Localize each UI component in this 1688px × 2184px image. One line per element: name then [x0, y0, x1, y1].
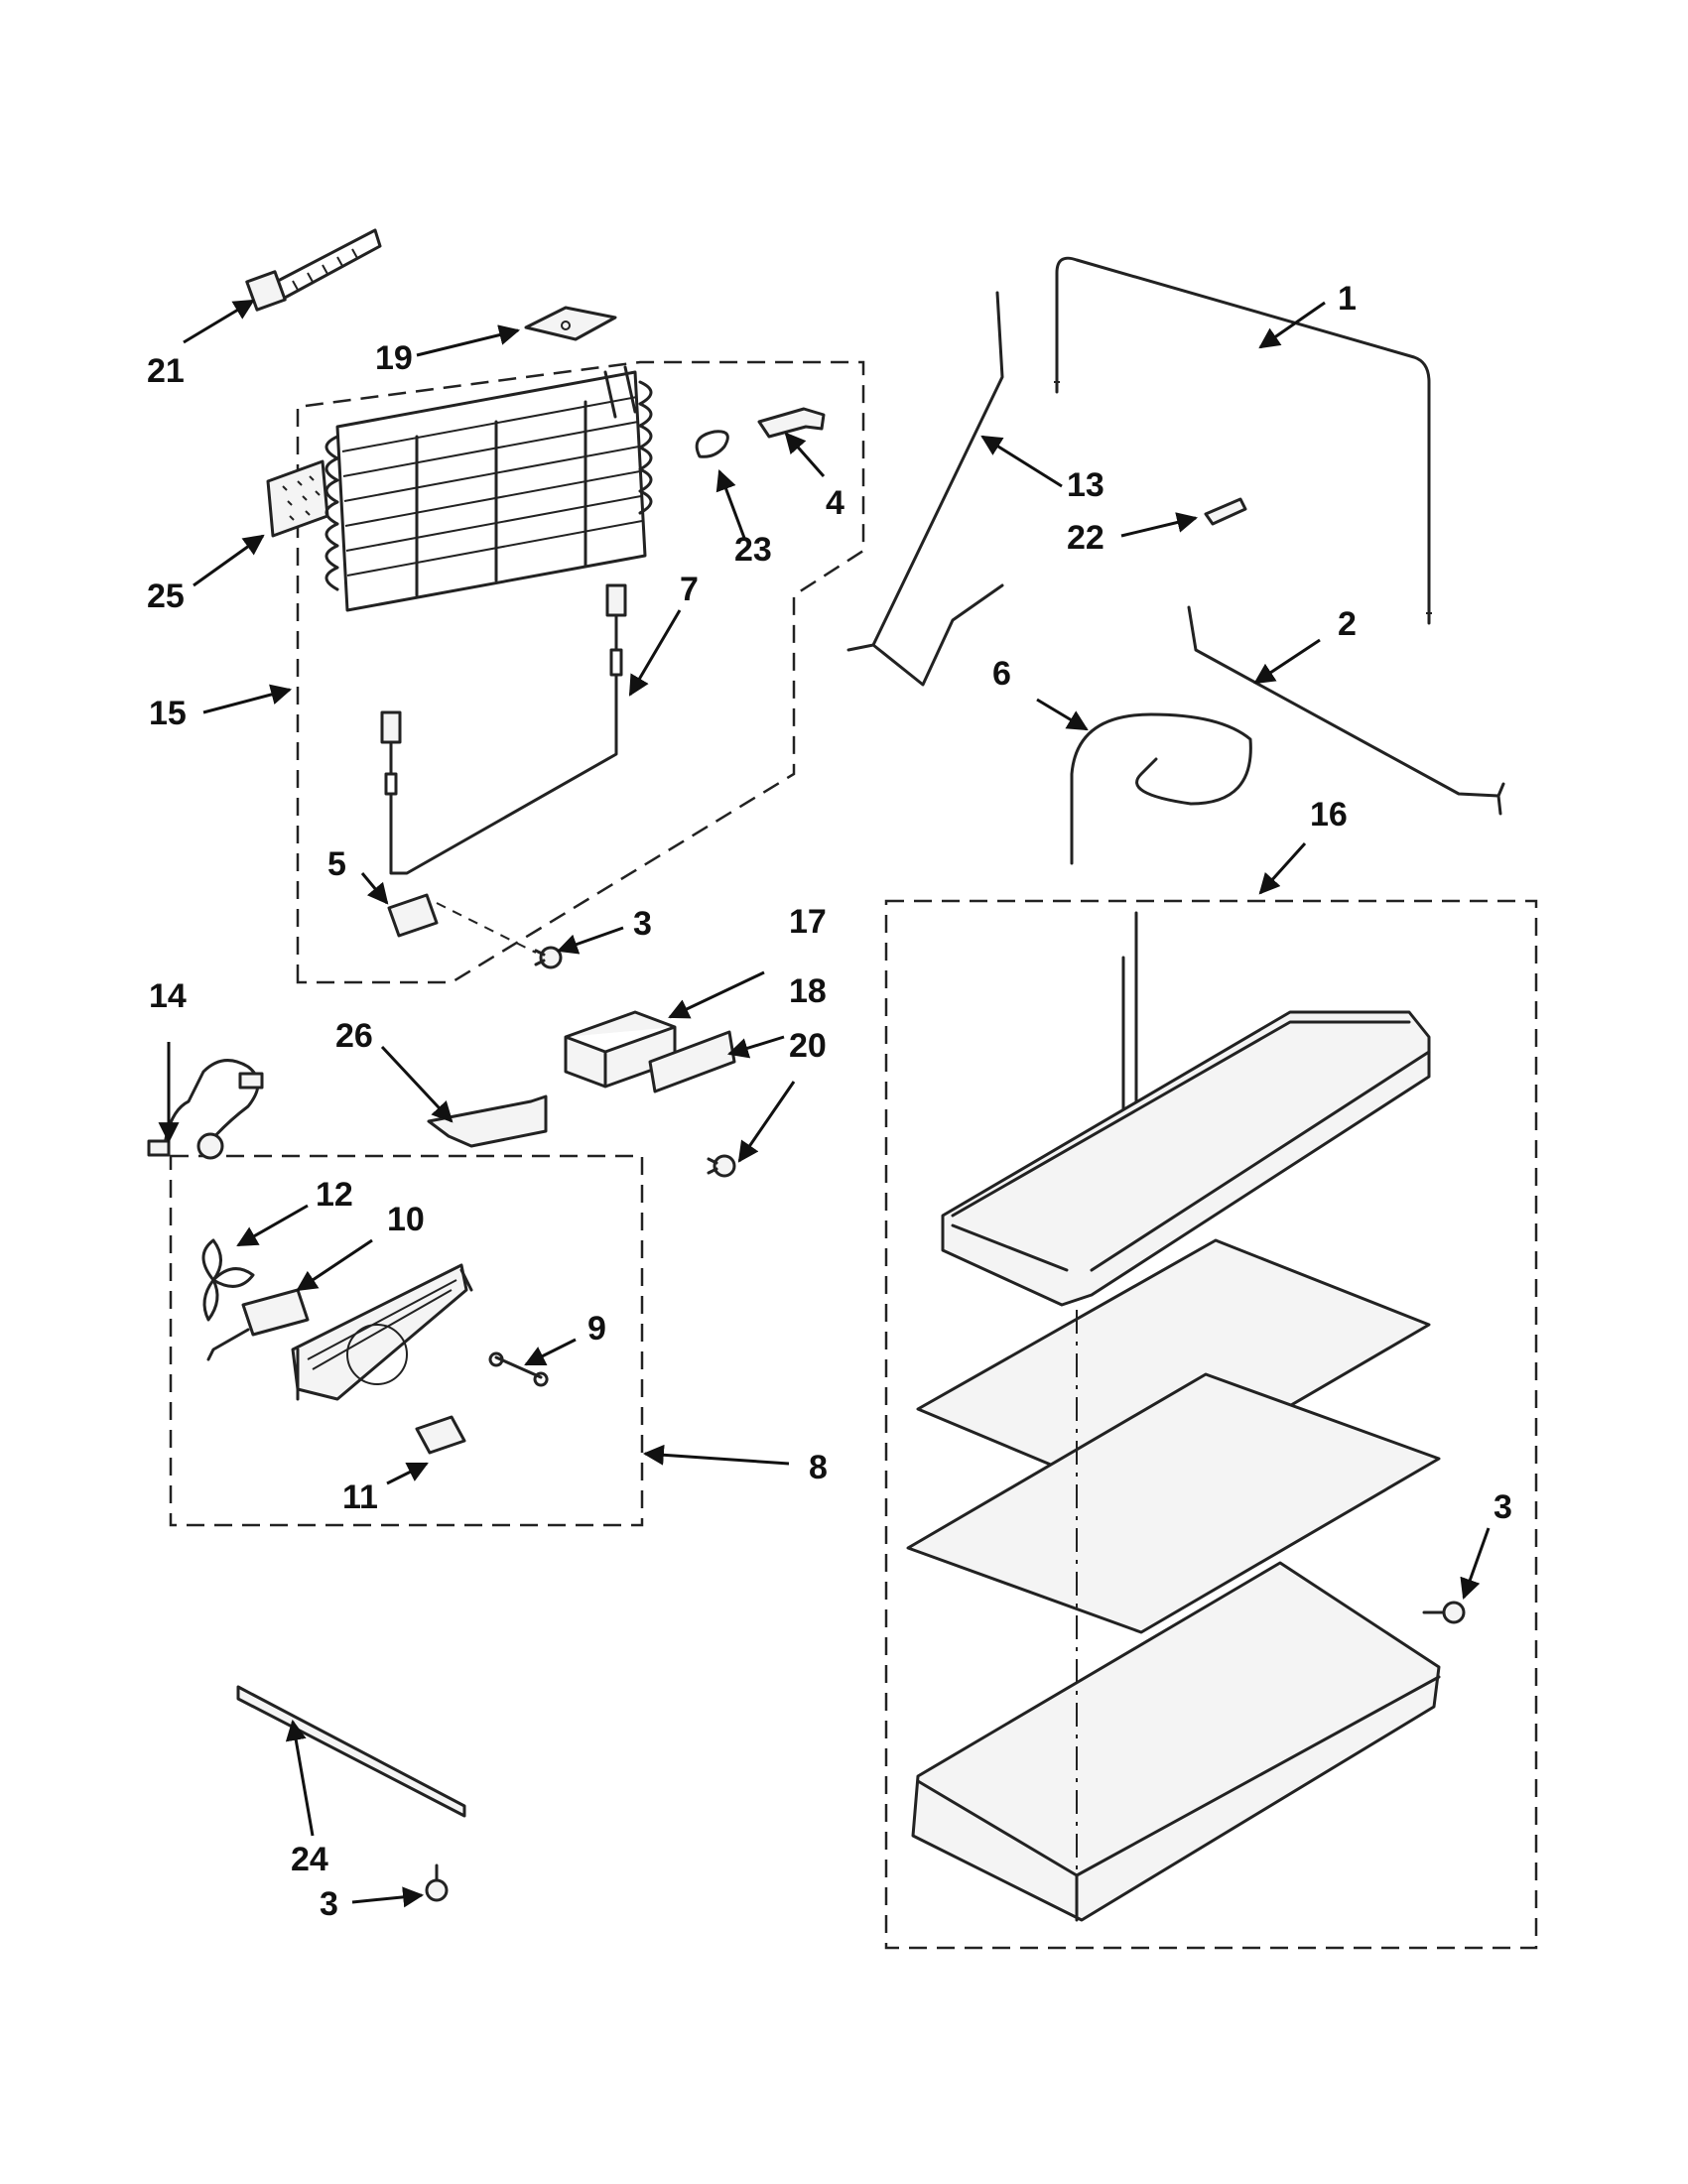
label-part-9: 9: [587, 1310, 606, 1348]
label-part-6: 6: [992, 655, 1011, 693]
evaporator-coil-part: [325, 365, 653, 612]
drain-pan-group-outline: [884, 899, 1538, 1950]
screw-part-right: [1422, 1601, 1466, 1624]
label-part-4: 4: [826, 484, 844, 522]
cover-26-part: [427, 1094, 548, 1148]
hose-6-part: [1070, 712, 1252, 865]
link-9-part: [488, 1351, 549, 1387]
bracket-11-part: [415, 1415, 466, 1455]
label-part-23: 23: [734, 531, 772, 569]
terminal-block-part: [387, 893, 439, 938]
bracket-part: [757, 407, 826, 439]
screw-part-bottom: [425, 1863, 449, 1902]
label-part-26: 26: [335, 1017, 373, 1055]
tube-clip-part: [695, 430, 729, 458]
label-part-14: 14: [149, 977, 187, 1015]
label-part-17: 17: [789, 903, 827, 941]
label-part-10: 10: [387, 1201, 425, 1238]
screw-part: [534, 946, 563, 969]
fan-motor-10-part: [206, 1288, 310, 1361]
label-part-3-bottom: 3: [320, 1885, 338, 1923]
fan-housing-8-part: [291, 1263, 473, 1401]
fan-blade-12-part: [201, 1238, 255, 1322]
label-part-15: 15: [149, 695, 187, 732]
label-part-7: 7: [680, 571, 699, 608]
insulation-pad-part: [524, 306, 617, 341]
tube-2-part: [1187, 605, 1505, 816]
label-part-22: 22: [1067, 519, 1104, 557]
label-part-18: 18: [789, 972, 827, 1010]
part-labels: 1 2 3 3 3 4 5 6 7 8 9 10 11 12 13 14 15 …: [147, 280, 1512, 1923]
label-part-2: 2: [1338, 605, 1357, 643]
label-part-3-right: 3: [1493, 1488, 1512, 1526]
label-part-13: 13: [1067, 466, 1104, 504]
label-part-5: 5: [327, 845, 346, 883]
label-part-16: 16: [1310, 796, 1348, 834]
plate-18-part: [648, 1030, 736, 1093]
label-part-25: 25: [147, 578, 185, 615]
tube-13-part: [846, 291, 1004, 687]
drain-pan-assembly-part: [906, 911, 1441, 1922]
label-part-3-top: 3: [633, 905, 652, 943]
strip-24-part: [236, 1685, 466, 1818]
wire-harness-part: [147, 1059, 264, 1160]
screw-20-part: [707, 1154, 736, 1178]
defrost-heater-part: [380, 583, 627, 875]
leader-lines: [158, 299, 1491, 1908]
clip-22-part: [1204, 497, 1247, 526]
label-part-20: 20: [789, 1027, 827, 1065]
evaporator-group-outline: [296, 360, 865, 984]
fan-assembly-group-outline: [169, 1154, 644, 1527]
foam-block-part: [266, 459, 329, 538]
label-part-11: 11: [342, 1478, 378, 1516]
u-tube-1-part: [1055, 256, 1431, 625]
label-part-19: 19: [375, 339, 413, 377]
label-part-24: 24: [291, 1841, 328, 1878]
label-part-21: 21: [147, 352, 185, 390]
cable-tie-part: [245, 228, 382, 312]
label-part-1: 1: [1338, 280, 1357, 318]
label-part-12: 12: [316, 1176, 353, 1214]
label-part-8: 8: [809, 1449, 828, 1486]
